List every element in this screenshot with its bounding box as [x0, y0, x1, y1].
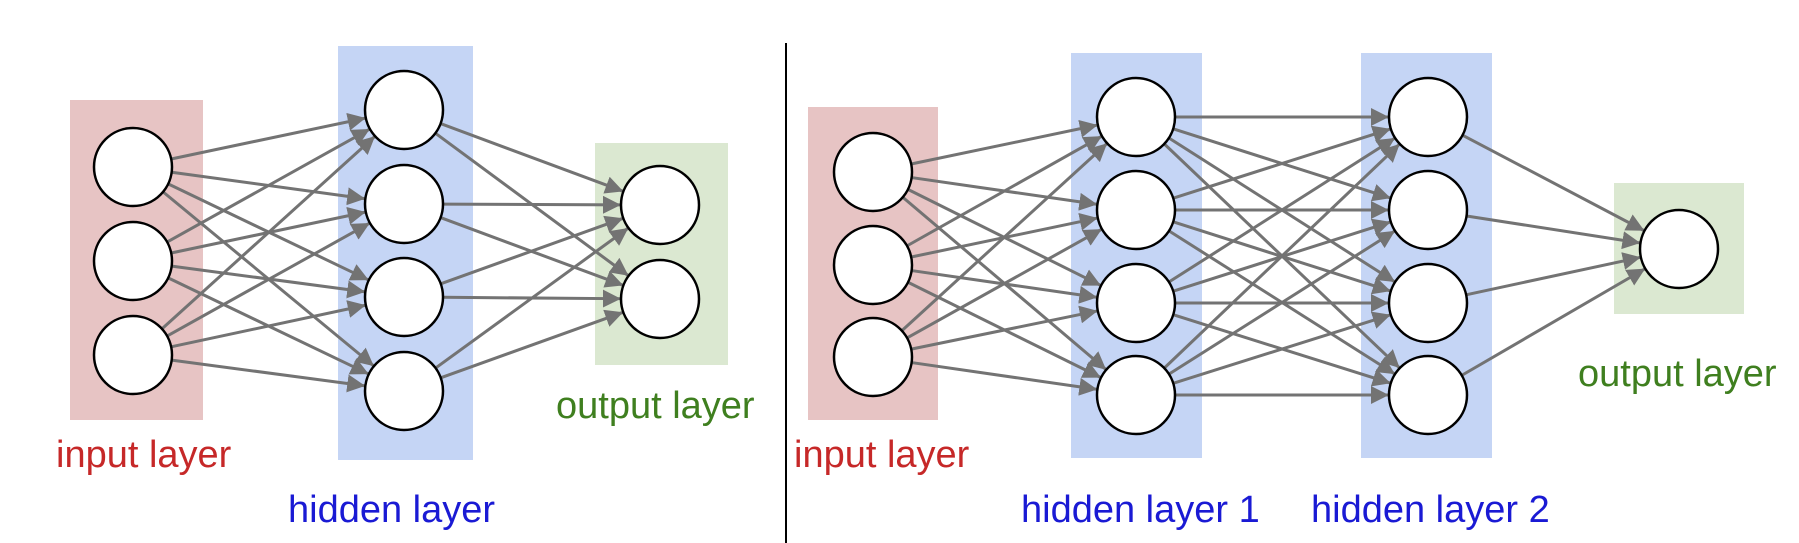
right-edge-l1-3-1: [1168, 230, 1396, 376]
right-nodes: [832, 76, 1720, 436]
left-neuron-l0-1: [92, 220, 174, 302]
right-neuron-l1-0: [1095, 76, 1177, 158]
right-edge-l0-0-0: [910, 119, 1098, 166]
left-edge-l0-2-2: [170, 300, 366, 349]
right-edge-l1-3-2: [1172, 311, 1391, 385]
right-edge-l0-2-2: [910, 305, 1098, 351]
left-edge-l1-0-0: [440, 122, 624, 194]
right-neuron-l2-0: [1387, 76, 1469, 158]
left-neuron-l2-1: [619, 258, 701, 340]
right-hidden-layer-2-label: hidden layer 2: [1311, 489, 1550, 531]
right-neuron-l1-1: [1095, 169, 1177, 251]
left-edge-l0-2-3: [171, 358, 366, 393]
left-edge-l1-3-0: [434, 227, 629, 370]
right-edge-l1-1-0: [1172, 125, 1391, 200]
right-output-layer-label: output layer: [1578, 353, 1777, 395]
left-neuron-l1-3: [363, 350, 445, 432]
left-nodes: [92, 69, 701, 432]
right-neuron-l2-2: [1387, 262, 1469, 344]
right-edge-l0-2-0: [900, 142, 1108, 332]
right-edge-l0-1-0: [906, 135, 1102, 248]
left-edges: [160, 112, 629, 393]
right-edge-l2-0-0: [1461, 133, 1645, 232]
left-edge-l0-0-0: [170, 112, 366, 161]
left-network: input layer hidden layer output layer: [56, 46, 755, 531]
left-edge-l0-2-0: [160, 135, 376, 330]
right-neuron-l2-1: [1387, 169, 1469, 251]
right-edge-l1-3-0: [1163, 143, 1401, 370]
right-edge-l1-2-0: [1168, 137, 1396, 284]
right-neuron-l1-2: [1095, 262, 1177, 344]
left-neuron-l0-0: [92, 126, 174, 208]
right-neuron-l2-3: [1387, 354, 1469, 436]
right-edge-l2-2-0: [1465, 252, 1641, 297]
left-neuron-l1-0: [363, 69, 445, 151]
left-edge-l0-1-0: [166, 128, 370, 244]
right-neuron-l1-3: [1095, 354, 1177, 436]
right-edge-l2-3-0: [1460, 267, 1646, 377]
right-neuron-l3-0: [1638, 208, 1720, 290]
right-edge-l2-1-0: [1466, 214, 1641, 250]
right-input-layer-label: input layer: [794, 434, 970, 476]
left-neuron-l2-0: [619, 164, 701, 246]
left-edge-l0-2-1: [166, 222, 370, 338]
left-hidden-layer-label: hidden layer: [288, 489, 495, 531]
left-neuron-l0-2: [92, 314, 174, 396]
right-hidden-layer-1-label: hidden layer 1: [1021, 489, 1260, 531]
right-edges: [900, 108, 1646, 404]
right-neuron-l0-1: [832, 224, 914, 306]
right-neuron-l0-0: [832, 131, 914, 213]
left-neuron-l1-1: [363, 163, 445, 245]
left-input-layer-label: input layer: [56, 434, 232, 476]
left-edge-l1-3-1: [440, 309, 624, 380]
right-network: input layer hidden layer 1 hidden layer …: [794, 53, 1777, 531]
right-edge-l0-2-3: [911, 361, 1098, 396]
left-neuron-l1-2: [363, 256, 445, 338]
left-edge-l1-1-0: [442, 195, 621, 214]
left-output-layer-label: output layer: [556, 385, 755, 427]
left-edge-l1-2-0: [440, 215, 624, 286]
right-edge-l0-2-1: [906, 228, 1102, 340]
right-neuron-l0-2: [832, 316, 914, 398]
